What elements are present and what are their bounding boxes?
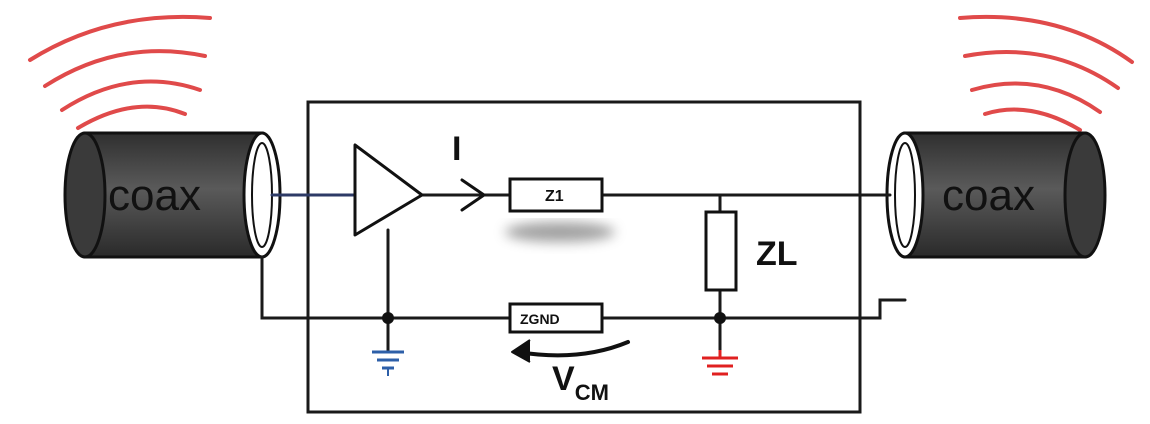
junction-dot-right [714, 312, 726, 324]
coax-cable-left: coax [63, 131, 282, 259]
ground-icon-right [702, 350, 738, 376]
zl-resistor [704, 210, 738, 292]
current-arrow-icon [436, 178, 486, 212]
current-label: I [452, 130, 461, 168]
ground-return-wires [260, 228, 907, 354]
zgnd-label: ZGND [520, 311, 560, 327]
coax-label-right: coax [942, 171, 1035, 220]
ground-icon-left [372, 350, 404, 376]
radiation-waves-left [28, 14, 212, 130]
coax-label-left: coax [108, 171, 201, 220]
coax-cable-right: coax [885, 131, 1107, 259]
vcm-label: VCM [552, 360, 609, 405]
z1-shadow [505, 222, 615, 242]
circuit-enclosure [306, 100, 862, 414]
zl-label: ZL [756, 235, 798, 273]
z1-label: Z1 [545, 188, 564, 205]
junction-dot-left [382, 312, 394, 324]
vcm-label-main: V [552, 360, 575, 398]
vcm-arrow-icon [511, 339, 630, 363]
vcm-label-subscript: CM [575, 380, 609, 405]
zgnd-resistor [508, 302, 604, 334]
amplifier-triangle-icon [353, 143, 424, 237]
radiation-waves-right [958, 14, 1134, 132]
z1-resistor [508, 177, 604, 213]
